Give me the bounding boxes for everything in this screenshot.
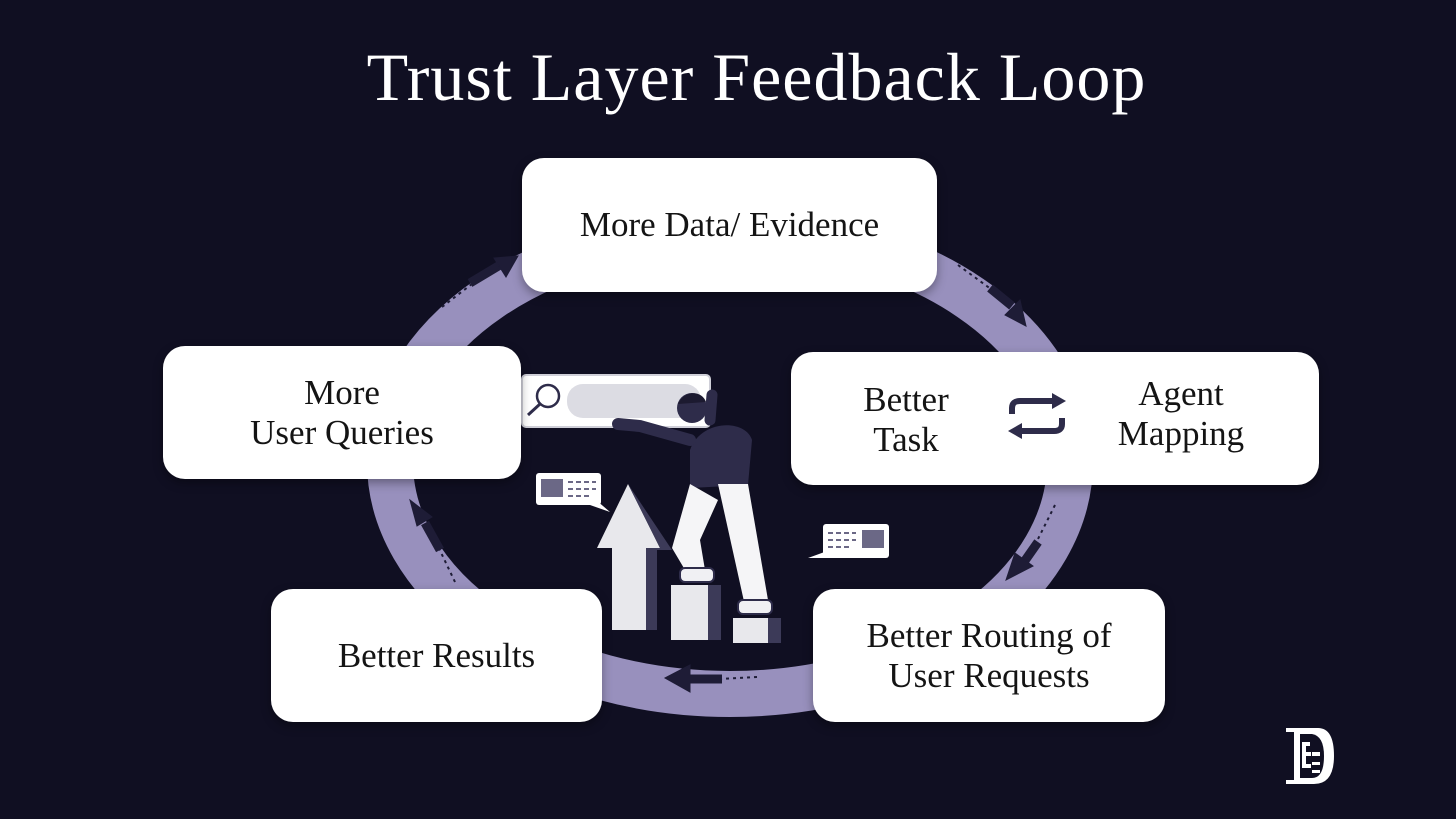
node-label: More Data/ Evidence xyxy=(579,205,880,244)
message-card-left xyxy=(536,473,610,512)
page-title: Trust Layer Feedback Loop xyxy=(366,39,1147,115)
node-label-line-2: User Queries xyxy=(250,412,434,452)
arrow-right-down xyxy=(1005,504,1056,582)
node-label-left-group: Better Task xyxy=(841,380,971,460)
monogram-logo xyxy=(1286,728,1334,784)
node-label-line-1: Better Routing of xyxy=(866,615,1112,655)
message-card-right xyxy=(808,524,889,558)
node-label-line-1: Agent xyxy=(1138,374,1224,413)
node-label-line-1: More xyxy=(304,372,380,412)
node-better-task-agent-mapping: Better Task Agent Mapping xyxy=(791,352,1319,485)
arrow-bottom-left xyxy=(663,664,758,693)
search-icon xyxy=(535,383,561,409)
node-label-line-2: Mapping xyxy=(1117,414,1245,453)
swap-cycle-icon xyxy=(1008,393,1066,439)
node-more-user-queries: More User Queries xyxy=(163,346,521,479)
node-label-line-2: Task xyxy=(873,420,939,459)
growth-arrow xyxy=(597,484,660,630)
arrow-top-right xyxy=(957,264,1027,327)
node-label-line-1: Better xyxy=(863,380,949,419)
node-label-line-2: User Requests xyxy=(888,655,1090,695)
node-label-right-group: Agent Mapping xyxy=(1091,374,1271,454)
node-label: Better Results xyxy=(337,635,536,675)
arrow-top-left xyxy=(441,255,519,308)
node-more-data-evidence: More Data/ Evidence xyxy=(522,158,937,292)
person-climbing-illustration xyxy=(521,374,889,643)
arrow-left-up xyxy=(409,498,456,583)
node-better-results: Better Results xyxy=(271,589,602,722)
node-better-routing: Better Routing of User Requests xyxy=(813,589,1165,722)
